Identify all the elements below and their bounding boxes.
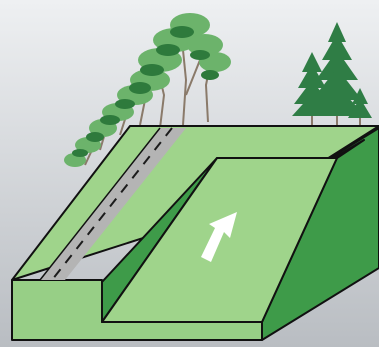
conifer-small [292,52,332,126]
conifer-trees [292,22,372,130]
deciduous-trees [64,13,231,167]
road [39,127,186,281]
road-edge-left [39,127,161,281]
arrow-up-right-icon [201,212,237,262]
road-center-dash [51,127,173,281]
